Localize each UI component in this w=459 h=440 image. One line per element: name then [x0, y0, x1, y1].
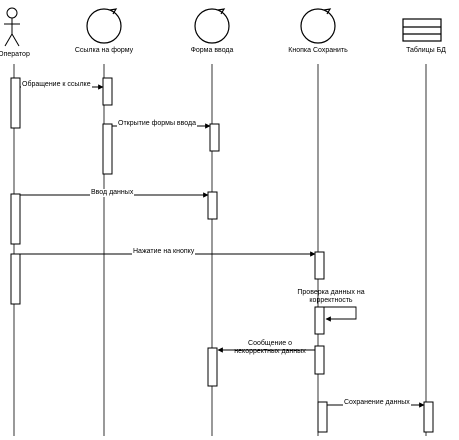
activation-link-1: [102, 77, 113, 106]
activation-form-1: [209, 123, 220, 152]
activation-operator-1: [10, 77, 21, 129]
control-icon-form: [194, 8, 230, 44]
activation-form-3: [207, 347, 218, 387]
participant-label-form: Форма ввода: [190, 47, 234, 54]
activation-tables-1: [423, 401, 434, 433]
entity-table-icon: [402, 18, 442, 42]
message-label-m7: Сохранение данных: [343, 399, 411, 407]
message-label-m6: Сообщение о некорректных данных: [234, 340, 305, 356]
control-icon-button: [300, 8, 336, 44]
activation-button-3: [314, 345, 325, 375]
actor-icon: [4, 7, 20, 47]
message-label-m2: Открытие формы ввода: [117, 120, 198, 128]
participant-label-operator: Оператор: [0, 51, 30, 58]
participant-label-button: Кнопка Сохранить: [288, 47, 348, 54]
message-label-m1: Обращение к ссылке: [21, 81, 92, 89]
activation-link-2: [102, 123, 113, 175]
message-label-m5: Проверка данных на корректность: [297, 289, 364, 305]
message-arrow-m5: [324, 306, 357, 322]
activation-button-4: [317, 401, 328, 433]
message-label-m3: Ввод данных: [90, 189, 135, 197]
message-label-m6-line2: некорректных данных: [234, 348, 306, 355]
activation-button-1: [314, 251, 325, 280]
participant-label-tables: Таблицы БД: [406, 47, 446, 54]
message-label-m4: Нажатие на кнопку: [132, 248, 196, 256]
activation-operator-3: [10, 253, 21, 305]
participant-label-link: Ссылка на форму: [74, 47, 134, 54]
activation-button-2: [314, 306, 325, 335]
activation-form-2: [207, 191, 218, 220]
message-label-m5-line1: Проверка данных на: [297, 289, 365, 296]
message-label-m5-line2: корректность: [309, 297, 353, 304]
control-icon-link: [86, 8, 122, 44]
message-label-m6-line1: Сообщение о: [248, 340, 292, 347]
activation-operator-2: [10, 193, 21, 245]
